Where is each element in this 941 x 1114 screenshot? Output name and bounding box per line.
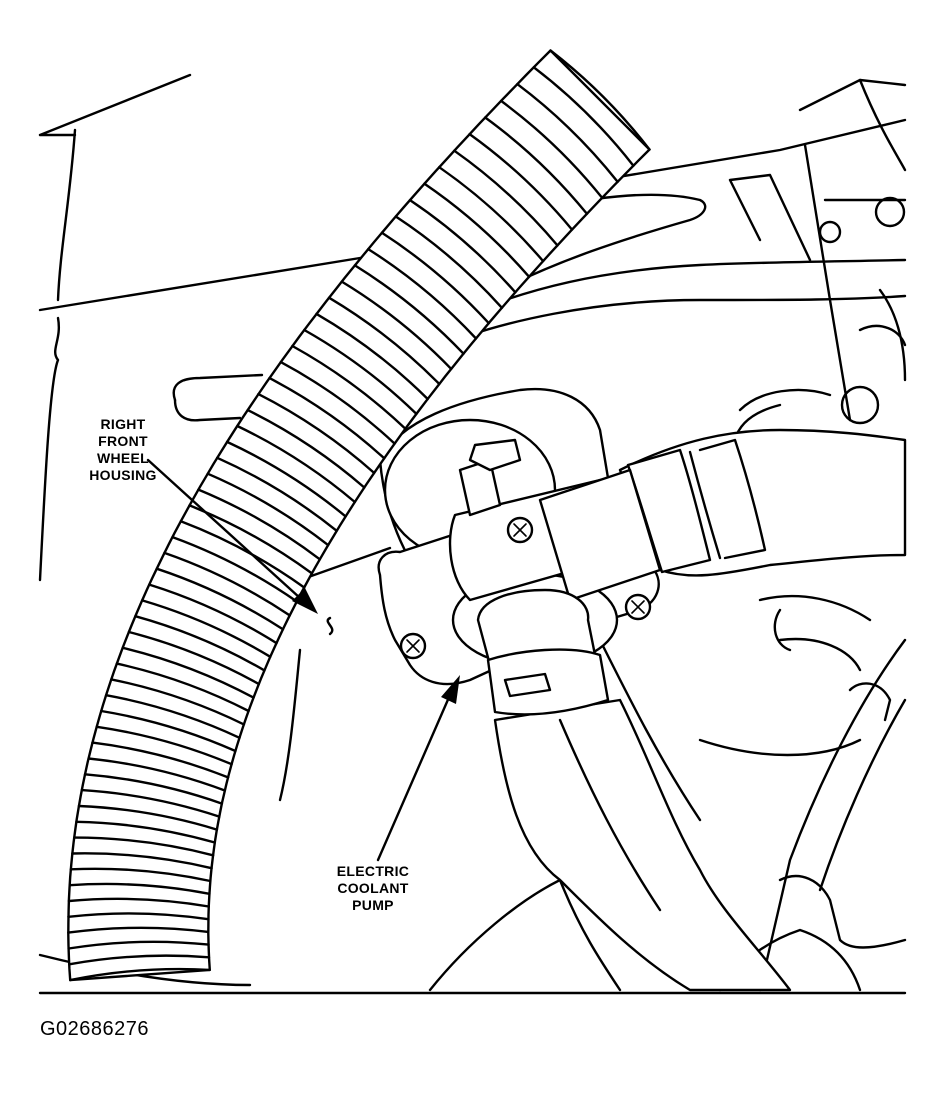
- conduit-rib: [453, 149, 559, 247]
- conduit-rib: [67, 926, 210, 934]
- conduit-rib: [68, 954, 211, 966]
- leader-lines: [146, 458, 460, 862]
- callout-line: HOUSING: [89, 467, 157, 483]
- conduit-rib: [549, 49, 651, 151]
- electric-coolant-pump: [377, 387, 662, 716]
- conduit-rib: [327, 296, 441, 386]
- corrugated-wiring-conduit: [67, 49, 651, 982]
- conduit-rib: [80, 788, 221, 818]
- callout-line: WHEEL: [96, 450, 150, 466]
- conduit-rib: [95, 725, 233, 766]
- conduit-rib: [246, 408, 366, 489]
- conduit-rib: [91, 741, 230, 779]
- conduit-rib: [353, 264, 465, 355]
- conduit-rib: [141, 599, 272, 658]
- outlet-hose: [618, 428, 907, 577]
- conduit-rib: [225, 440, 347, 518]
- conduit-rib: [340, 280, 453, 371]
- conduit-rib: [148, 583, 278, 645]
- conduit-rib: [179, 520, 306, 589]
- conduit-rib: [484, 116, 589, 215]
- conduit-rib: [499, 99, 604, 199]
- conduit-rib: [468, 132, 574, 231]
- conduit-rib: [127, 630, 260, 686]
- engine-bracket: [428, 78, 907, 544]
- conduit-rib: [100, 709, 237, 753]
- coolant-pump-leader: [376, 693, 452, 862]
- conduit-rib: [155, 567, 285, 631]
- callout-line: FRONT: [98, 433, 148, 449]
- conduit-rib: [121, 646, 255, 699]
- conduit-rib: [268, 376, 386, 460]
- conduit-rib: [68, 882, 211, 895]
- coolant-pump-arrowhead: [441, 675, 460, 704]
- conduit-rib: [532, 66, 635, 167]
- conduit-rib: [408, 198, 517, 294]
- conduit-rib: [75, 820, 216, 844]
- callout-line: ELECTRIC: [336, 863, 410, 879]
- conduit-rib: [67, 897, 210, 908]
- conduit-rib: [77, 804, 219, 831]
- conduit-rib: [291, 344, 407, 430]
- conduit-rib: [303, 328, 418, 416]
- callout-line: COOLANT: [337, 880, 409, 896]
- conduit-rib: [67, 940, 210, 950]
- callout-line: RIGHT: [100, 416, 146, 432]
- conduit-rib: [67, 912, 210, 921]
- wheel-housing-callout: RIGHT FRONT WHEEL HOUSING: [68, 416, 178, 484]
- conduit-rib: [71, 852, 213, 870]
- wheel-housing-leader: [146, 458, 302, 600]
- conduit-rib: [104, 694, 241, 739]
- callout-line: PUMP: [352, 897, 394, 913]
- conduit-rib: [438, 166, 545, 263]
- conduit-rib: [69, 967, 211, 982]
- conduit-rib: [380, 231, 490, 325]
- conduit-rib: [257, 392, 376, 475]
- conduit-rib: [279, 360, 396, 445]
- conduit-rib: [315, 312, 429, 401]
- conduit-rib: [394, 215, 504, 309]
- conduit-rib: [163, 551, 291, 617]
- conduit-rib: [367, 247, 478, 340]
- conduit-rib: [171, 535, 298, 603]
- conduit-rib: [87, 757, 226, 792]
- radiator-hose: [493, 638, 792, 992]
- figure-id: G02686276: [40, 1018, 150, 1040]
- coolant-pump-callout: ELECTRIC COOLANT PUMP: [318, 863, 428, 914]
- conduit-rib: [134, 615, 266, 672]
- conduit-rib: [206, 472, 330, 547]
- conduit-rib: [423, 182, 531, 278]
- conduit-rib: [83, 773, 224, 805]
- conduit-rib: [516, 82, 619, 183]
- conduit-rib: [73, 836, 215, 857]
- wheel-housing-tick: [326, 616, 334, 636]
- conduit-rib: [216, 456, 338, 532]
- conduit-rib: [110, 678, 246, 726]
- conduit-rib: [197, 488, 321, 561]
- lower-frame: [428, 594, 907, 992]
- conduit-rib: [115, 662, 250, 713]
- conduit-rib: [69, 867, 212, 883]
- conduit-rib: [236, 424, 356, 504]
- wheel-housing-arrowhead: [292, 588, 318, 614]
